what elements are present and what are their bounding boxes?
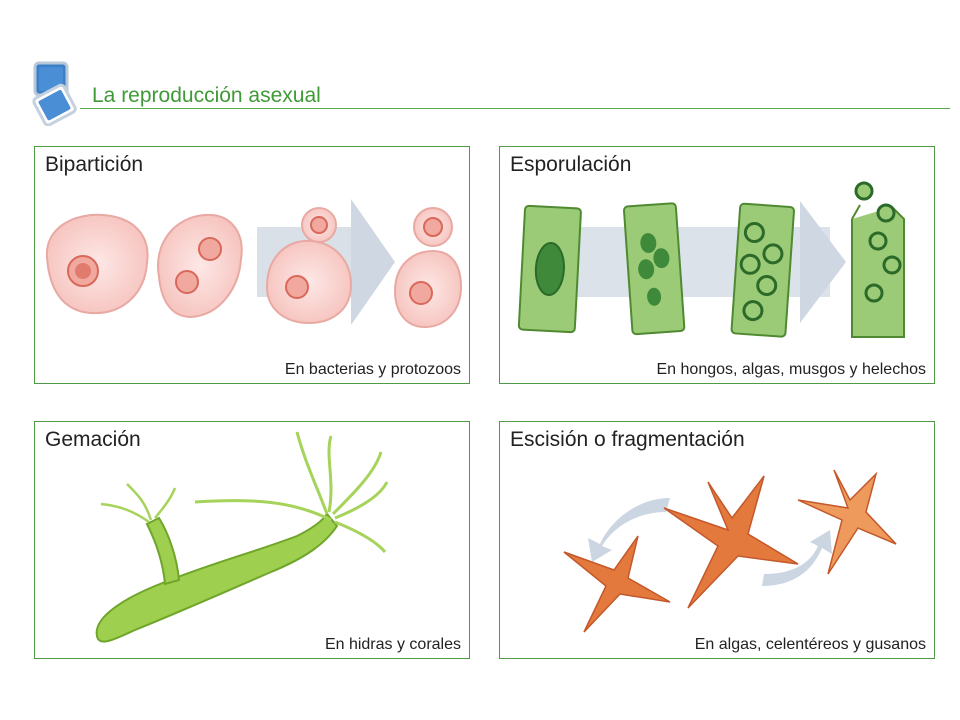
panel-title: Esporulación	[510, 153, 632, 176]
process-arrow	[550, 201, 846, 323]
stacked-squares-icon	[32, 61, 77, 126]
starfish-illustration	[563, 469, 897, 633]
panel-esporulacion: Esporulación En hongos, algas, musgos y …	[499, 146, 935, 384]
algae-cell-stage-3	[730, 202, 795, 338]
panel-title: Escisión o fragmentación	[510, 428, 745, 451]
panel-escision: Escisión o fragmentación En algas, celen…	[499, 421, 935, 659]
algae-cell-stage-2	[622, 202, 686, 336]
panel-title: Gemación	[45, 428, 141, 451]
panel-caption: En bacterias y protozoos	[282, 361, 463, 379]
curved-arrow-left	[588, 498, 670, 562]
hydra-body	[95, 512, 339, 643]
starfish-left	[563, 535, 671, 633]
hydra-bud	[145, 516, 181, 586]
cell-stage-2	[157, 213, 243, 319]
title-divider	[80, 108, 950, 109]
page-title: La reproducción asexual	[92, 84, 321, 107]
panel-title: Bipartición	[45, 153, 144, 176]
biparticion-illustration	[45, 199, 463, 329]
algae-cell-stage-1	[517, 204, 582, 334]
hydra-tentacles	[194, 431, 389, 553]
panel-caption: En algas, celentéreos y gusanos	[692, 636, 928, 654]
esporulacion-illustration	[517, 181, 905, 338]
panel-caption: En hidras y corales	[322, 636, 463, 654]
panel-biparticion: Bipartición En bacterias y protozoos	[34, 146, 470, 384]
cell-stage-4	[393, 207, 463, 329]
panel-caption: En hongos, algas, musgos y helechos	[654, 361, 928, 379]
cell-stage-1	[45, 213, 149, 315]
hydra-illustration	[95, 431, 389, 643]
starfish-right	[797, 469, 897, 575]
panel-gemacion: Gemación En hidras y corales	[34, 421, 470, 659]
starfish-center	[663, 475, 799, 609]
algae-cell-stage-4	[851, 181, 905, 338]
cell-stage-3	[265, 207, 353, 325]
curved-arrow-right	[762, 530, 832, 586]
